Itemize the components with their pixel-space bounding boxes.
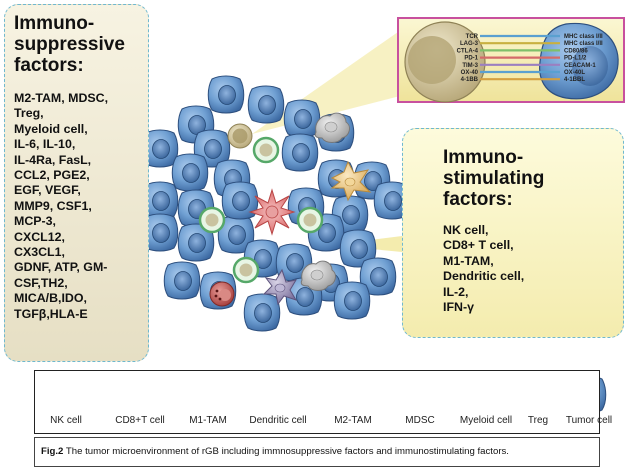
stimulating-factor-item: NK cell, [443,223,489,237]
suppressive-factor-item: CX3CL1, [14,245,65,260]
suppressive-factor-item: TGFβ,HLA-E [14,306,88,321]
suppressive-factor-item: CCL2, PGE2, [14,168,90,183]
suppressive-factor-item: CXCL12, [14,229,65,244]
suppressive-factor-item: GDNF, ATP, GM- [14,260,108,275]
tumor-cluster [141,75,411,332]
suppressive-factor-item: MICA/B,IDO, [14,291,87,306]
stimulating-factor-item: CD8+ T cell, [443,238,514,253]
ligand-label: MHC class I/II [564,34,603,40]
treg-cell [252,136,280,164]
ligand-label: CD80/86 [564,48,588,54]
stimulating-factor-item: M1-TAM, [443,253,494,268]
suppressive-factor-item: Treg, [14,106,44,121]
suppressive-factors-box: Immuno- suppressive factors: M2-TAM, MDS… [4,4,149,362]
legend-label: MDSC [405,415,435,426]
suppressive-factor-item: CSF,TH2, [14,275,68,290]
treg-cell [198,206,226,234]
suppressive-factor-item: MMP9, CSF1, [14,198,92,213]
legend-label: CD8+T cell [115,415,165,426]
tumor-cell [207,75,245,114]
receptor-label: CTLA-4 [457,48,479,54]
receptor-label: LAG-3 [460,41,479,47]
cd8-t-cell [227,123,253,149]
cell-type-legend: NK cell CD8+T cell M1-TAM Dendritic cell M2-… [34,370,612,434]
suppressive-factor-item: IL-6, IL-10, [14,137,76,152]
legend-label: M2-TAM [334,415,372,426]
legend-label: Treg [527,415,549,426]
stimulating-factor-item: IL-2, [443,284,469,299]
ligand-label: 4-1BBL [564,77,585,83]
tumor-cell [163,261,201,300]
legend-label: Tumor cell [565,415,613,426]
legend-label: M1-TAM [189,415,227,426]
nk-cell [209,281,235,307]
figure-caption: Fig.2 The tumor microenvironment of rGB … [34,437,600,467]
ligand-label: PD-L1/2 [564,56,587,62]
legend-label: NK cell [50,415,82,426]
legend-label: Dendritic cell [249,415,307,426]
ligand-label: CEACAM-1 [564,63,596,69]
tumor-cell [171,153,209,192]
receptor-label: TCR [466,34,479,40]
stimulating-factor-item: Dendritic cell, [443,269,525,284]
ligand-label: OX-40L [564,70,585,76]
dendritic-cell [249,189,295,235]
tumor-cell [247,85,285,124]
suppressive-factor-list: M2-TAM, MDSC,Treg,Myeloid cell,IL-6, IL-… [14,91,148,322]
tumor-cell [281,133,319,172]
suppressive-factor-item: Myeloid cell, [14,121,88,136]
figure-label: Fig.2 [41,446,64,457]
treg-cell [232,256,260,284]
caption-text: The tumor microenvironment of rGB includ… [63,446,509,457]
stimulating-factors-box: Immuno- stimulating factors: NK cell,CD8… [402,128,624,338]
tumor-cell [283,99,321,138]
suppressive-factor-item: MCP-3, [14,214,56,229]
receptor-label: OX-40 [461,70,479,76]
receptor-label: PD-1 [464,56,478,62]
stimulating-factor-list: NK cell,CD8+ T cell,M1-TAM,Dendritic cel… [443,223,524,315]
ligand-label: MHC class I/II [564,41,603,47]
stimulating-title: Immuno- stimulating factors: [443,147,545,210]
suppressive-factor-item: IL-4Ra, FasL, [14,152,92,167]
legend-label: Myeloid cell [459,415,513,426]
receptor-label: 4-1BB [461,77,479,83]
stimulating-factor-item: IFN-γ [443,300,474,315]
suppressive-title: Immuno- suppressive factors: [14,13,125,76]
receptor-label: TIM-3 [462,63,478,69]
tumor-cell [333,281,371,320]
suppressive-factor-item: EGF, VEGF, [14,183,81,198]
tumor-cell [243,293,281,332]
treg-cell [296,206,324,234]
suppressive-factor-item: M2-TAM, MDSC, [14,91,109,105]
tumor-cell [221,181,259,220]
